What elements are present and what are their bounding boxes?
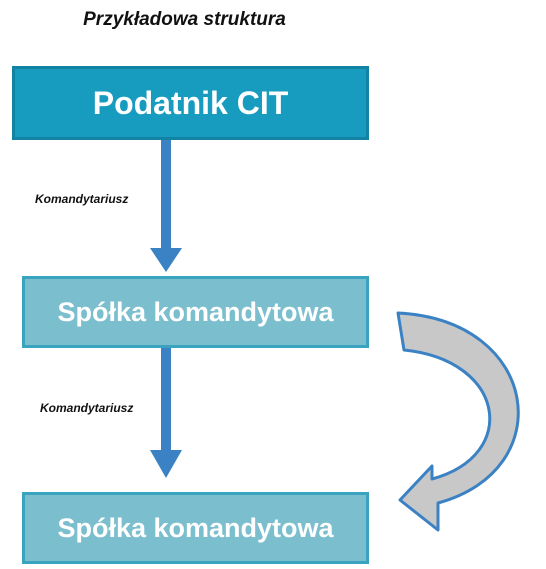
node-spolka-komandytowa-1: Spółka komandytowa: [22, 276, 369, 348]
down-arrow-2: [150, 348, 182, 478]
node-label: Spółka komandytowa: [57, 296, 334, 327]
curved-arrow: [396, 311, 520, 532]
node-spolka-komandytowa-2: Spółka komandytowa: [22, 492, 369, 564]
diagram-title: Przykładowa struktura: [83, 9, 286, 30]
node-label: Spółka komandytowa: [57, 512, 334, 543]
node-label: Podatnik CIT: [92, 84, 289, 121]
edge-label-1: Komandytariusz: [35, 192, 129, 206]
edge-label-2: Komandytariusz: [40, 401, 134, 415]
down-arrow-1: [150, 140, 182, 272]
node-podatnik-cit: Podatnik CIT: [12, 66, 369, 140]
